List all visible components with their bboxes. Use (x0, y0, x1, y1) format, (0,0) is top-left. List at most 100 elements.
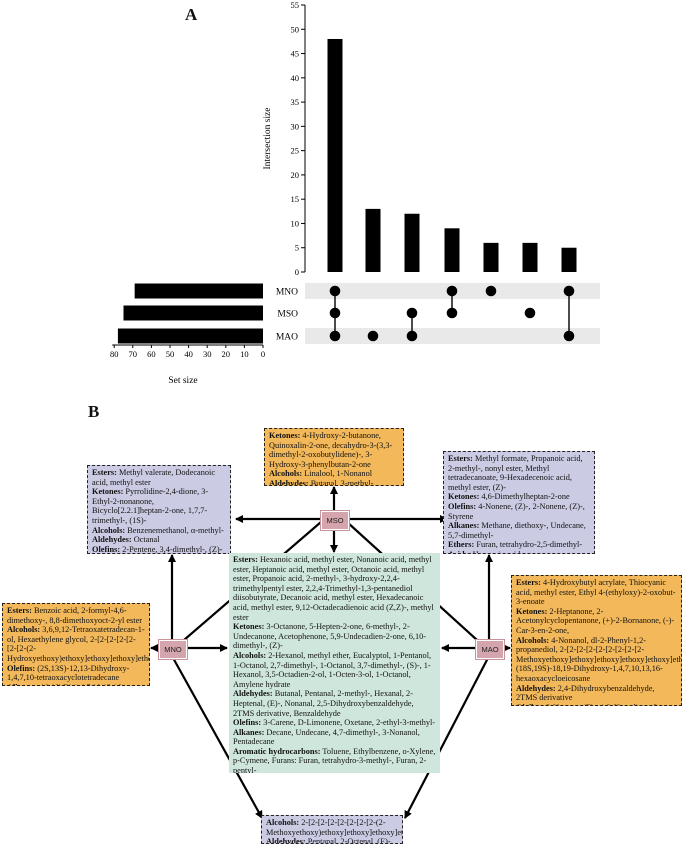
box-line: Ketones: 2-Heptanone, 2-Acetonylcyclopen… (516, 607, 677, 636)
y-tick-label: 10 (291, 218, 300, 228)
category-label: Alkanes: (233, 727, 265, 737)
category-label: Alcohols: (233, 650, 267, 660)
category-values: 4-Hydroxy-2-butanone, Quinoxalin-2-one, … (269, 431, 393, 469)
box-line: Alcohols: Linalool, 1-Nonanol (269, 469, 399, 479)
panel-a-label: A (185, 5, 198, 24)
category-values: (2S,13S)-12,13-Dihydroxy-1,4,7,10-tetrao… (7, 663, 130, 683)
node-mso: MSO (321, 511, 349, 530)
bar-6 (522, 242, 538, 272)
matrix-dot (446, 285, 458, 297)
category-values: 4,6-Dimethylheptan-2-one (479, 492, 570, 502)
category-label: Olefins: (7, 663, 36, 673)
set-label-mso: MSO (277, 310, 298, 320)
category-values: 3-Nonene, (E)-, 1,3-Hexadiene, 3-ethyl-2… (516, 703, 660, 705)
set-size-tick-label: 20 (222, 349, 231, 359)
box-line: Esters: Methyl formate, Propanoic acid, … (448, 454, 590, 492)
category-values: Methyl valerate, Dodecanoic acid, methyl… (92, 468, 216, 487)
y-tick-label: 5 (295, 243, 299, 253)
matrix-dot (485, 285, 497, 297)
y-tick-label: 50 (291, 24, 300, 34)
matrix-dot (329, 330, 341, 342)
y-tick-label: 40 (291, 73, 300, 83)
set-size-label: Set size (168, 376, 197, 386)
category-label: Olefins: (233, 718, 262, 728)
box-line: Alcohols: 4-Nonanol, dl-2-Phenyl-1,2-pro… (516, 636, 681, 684)
category-values: Linalool, 1-Nonanol (302, 469, 373, 479)
category-values: 4-Hydroxybutyl acrylate, Thiocyanic acid… (516, 578, 676, 607)
set-size-bar-mno (134, 283, 263, 299)
box-line: Ethers: Furan, tetrahydro-2,5-dimethyl- (448, 540, 590, 550)
category-values: 2-Hexanol, methyl ether, Eucalyptol, 1-P… (233, 650, 432, 689)
category-label: Esters: (92, 468, 117, 477)
category-values: 18,18'-Bi-1,4,7,10,13,16-hexaoxacyclonon… (7, 683, 124, 685)
category-values: 2-Pentene, 3,4-dimethyl-, (Z)- (120, 544, 223, 554)
matrix-dot (563, 285, 575, 297)
box-line: Alkanes: 18,18'-Bi-1,4,7,10,13,16-hexaox… (7, 683, 145, 685)
bar-3 (404, 213, 420, 272)
category-label: Aldehydes: (233, 689, 273, 699)
category-label: Esters: (233, 555, 258, 564)
node-mno: MNO (159, 640, 187, 659)
box-mso-mao: Esters: Methyl formate, Propanoic acid, … (443, 451, 595, 554)
category-label: Ethers: (448, 540, 475, 550)
bar-1 (327, 38, 343, 273)
box-mno-mao: Alcohols: 2-[2-[2-[2-[2-[2-[2-[2-(2-Meth… (261, 815, 403, 844)
category-label: Aldehydes: (92, 535, 132, 545)
category-label: Aldehydes: (266, 837, 306, 844)
category-values: Decane, Undecane, 4,7-dimethyl-, 3-Nonan… (233, 727, 420, 747)
y-tick-label: 35 (291, 97, 300, 107)
category-label: Alcohols: (7, 625, 41, 635)
y-axis-label: Intersection size (263, 108, 273, 170)
set-size-bar-mso (123, 305, 263, 321)
category-values: Hexanoic acid, methyl ester, Nonanoic ac… (233, 555, 434, 622)
category-label: Aldehydes: (269, 478, 309, 486)
box-line: Alcohols: 3,6,9,12-Tetraoxatetradecan-1-… (7, 625, 149, 663)
category-values: Butanal, 3-methyl- (308, 478, 374, 486)
category-label: Acids: (448, 550, 471, 553)
y-tick-label: 55 (291, 0, 300, 10)
category-label: Ketones: (448, 492, 480, 502)
category-values: Furan, tetrahydro-2,5-dimethyl- (474, 540, 583, 550)
matrix-dot (563, 330, 575, 342)
box-line: Ketones: 3-Octanone, 5-Hepten-2-one, 6-m… (233, 622, 436, 651)
box-line: Ketones: Pyrrolidine-2,4-dione, 3-Ethyl-… (92, 487, 226, 525)
y-tick-label: 45 (291, 49, 300, 59)
category-values: Methane, diethoxy-, Undecane, 5,7-dimeth… (448, 521, 586, 540)
category-values: Butanal, Pentanal, 2-methyl-, Hexanal, 2… (233, 689, 414, 718)
set-size-tick-label: 40 (184, 349, 193, 359)
set-size-bar-mao (117, 328, 263, 344)
category-label: Ketones: (269, 431, 301, 440)
set-label-mno: MNO (276, 288, 298, 298)
category-values: Pentanal, 2-Octenal, (E)-, 2,4-Nonadiena… (307, 837, 393, 844)
box-line: Olefins: 2-Pentene, 3,4-dimethyl-, (Z)- (92, 544, 226, 554)
matrix-dot (406, 330, 418, 342)
box-line: Aldehydes: 2,4-Dihydroxybenzaldehyde, 2T… (516, 684, 677, 703)
box-line: Acids: Hexanoic acid (448, 550, 590, 553)
box-line: Alkanes: Methane, diethoxy-, Undecane, 5… (448, 521, 590, 540)
category-values: Methyl formate, Propanoic acid, 2-methyl… (448, 454, 583, 492)
matrix-dot (367, 330, 379, 342)
box-mno-only: Esters: Benzoic acid, 2-formyl-4,6-dimet… (2, 603, 150, 686)
bar-7 (561, 247, 577, 272)
category-label: Olefins: (92, 544, 121, 554)
bar-5 (483, 242, 499, 272)
category-values: 4-Nonene, (Z)-, 2-Nonene, (Z)-, Styrene (448, 501, 585, 521)
category-values: 2-Heptanone, 2-Acetonylcyclopentanone, (… (516, 606, 675, 635)
y-tick-label: 25 (291, 146, 300, 156)
category-values: 4-Nonanol, dl-2-Phenyl-1,2-propanediol, … (516, 635, 681, 683)
set-size-tick-label: 70 (129, 349, 138, 359)
matrix-dot (524, 307, 536, 319)
bar-2 (365, 208, 381, 272)
set-size-tick-label: 0 (261, 349, 265, 359)
category-label: Esters: (516, 578, 541, 587)
category-label: Alcohols: (92, 525, 126, 535)
box-common: Esters: Hexanoic acid, methyl ester, Non… (229, 553, 440, 773)
y-tick-label: 0 (295, 267, 299, 277)
y-tick-label: 30 (291, 121, 300, 131)
box-line: Olefins: (2S,13S)-12,13-Dihydroxy-1,4,7,… (7, 664, 145, 683)
category-values: 2-[2-[2-[2-[2-[2-[2-[2-(2-Methoxyethoxy)… (266, 818, 403, 837)
category-label: Ketones: (233, 622, 265, 632)
category-label: Olefins: (516, 703, 544, 705)
category-values: 3-Carene, D-Limonene, Oxetane, 2-ethyl-3… (261, 718, 436, 728)
box-line: Alcohols: Benzenemethanol, α-methyl- (92, 526, 226, 536)
